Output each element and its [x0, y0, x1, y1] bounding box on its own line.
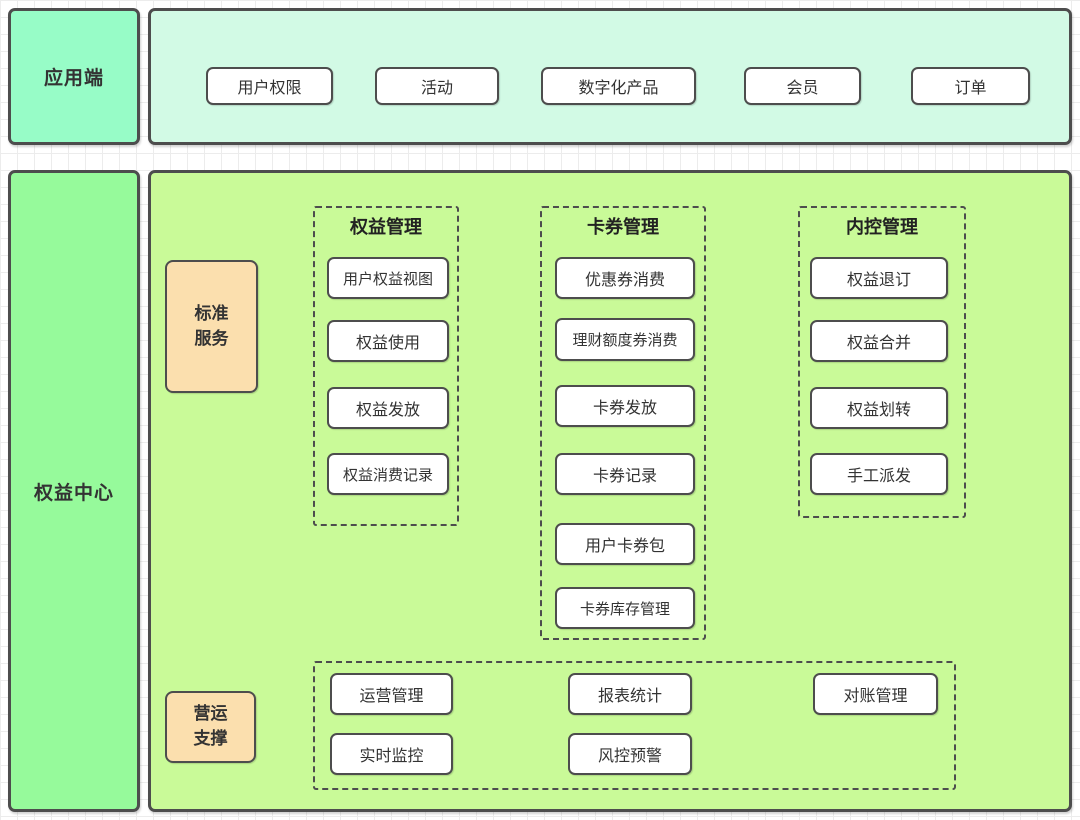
node-finance-quota-coupon-consume: 理财额度券消费 [555, 318, 695, 361]
node-coupon-inventory: 卡券库存管理 [555, 587, 695, 629]
group-rights-management: 权益管理 用户权益视图 权益使用 权益发放 权益消费记录 [313, 206, 459, 526]
tag-standard-service-label: 标准服务 [194, 303, 229, 348]
node-member: 会员 [744, 67, 861, 105]
node-operation-management: 运营管理 [330, 673, 453, 715]
group-operation-support: 运营管理 报表统计 对账管理 实时监控 风控预警 [313, 661, 956, 790]
node-digital-product: 数字化产品 [541, 67, 696, 105]
node-rights-usage: 权益使用 [327, 320, 449, 362]
node-report-statistics: 报表统计 [568, 673, 692, 715]
group-rights-management-title: 权益管理 [350, 217, 422, 237]
node-realtime-monitor: 实时监控 [330, 733, 453, 775]
node-activity: 活动 [375, 67, 499, 105]
app-section-container: 用户权限 活动 数字化产品 会员 订单 [148, 8, 1072, 145]
tag-operation-support-label: 营运支撑 [193, 704, 228, 748]
node-coupon-issue: 卡券发放 [555, 385, 695, 427]
center-side-label: 权益中心 [8, 170, 140, 812]
center-section-container: 标准服务 权益管理 用户权益视图 权益使用 权益发放 权益消费记录 卡券管理 优… [148, 170, 1072, 812]
node-risk-alert: 风控预警 [568, 733, 692, 775]
tag-operation-support: 营运支撑 [165, 691, 256, 763]
node-user-permission: 用户权限 [206, 67, 333, 105]
node-order: 订单 [911, 67, 1030, 105]
group-coupon-management-title: 卡券管理 [587, 217, 659, 237]
node-manual-dispatch: 手工派发 [810, 453, 948, 495]
node-coupon-consume: 优惠券消费 [555, 257, 695, 299]
node-coupon-record: 卡券记录 [555, 453, 695, 495]
node-rights-unsubscribe: 权益退订 [810, 257, 948, 299]
node-rights-transfer: 权益划转 [810, 387, 948, 429]
group-internal-control-title: 内控管理 [846, 217, 918, 237]
node-rights-consume-record: 权益消费记录 [327, 453, 449, 495]
node-reconciliation-management: 对账管理 [813, 673, 938, 715]
node-user-coupon-wallet: 用户卡券包 [555, 523, 695, 565]
node-rights-merge: 权益合并 [810, 320, 948, 362]
app-side-label: 应用端 [8, 8, 140, 145]
group-coupon-management: 卡券管理 优惠券消费 理财额度券消费 卡券发放 卡券记录 用户卡券包 卡券库存管… [540, 206, 706, 640]
group-internal-control: 内控管理 权益退订 权益合并 权益划转 手工派发 [798, 206, 966, 518]
node-rights-issue: 权益发放 [327, 387, 449, 429]
node-user-rights-view: 用户权益视图 [327, 257, 449, 299]
tag-standard-service: 标准服务 [165, 260, 258, 393]
